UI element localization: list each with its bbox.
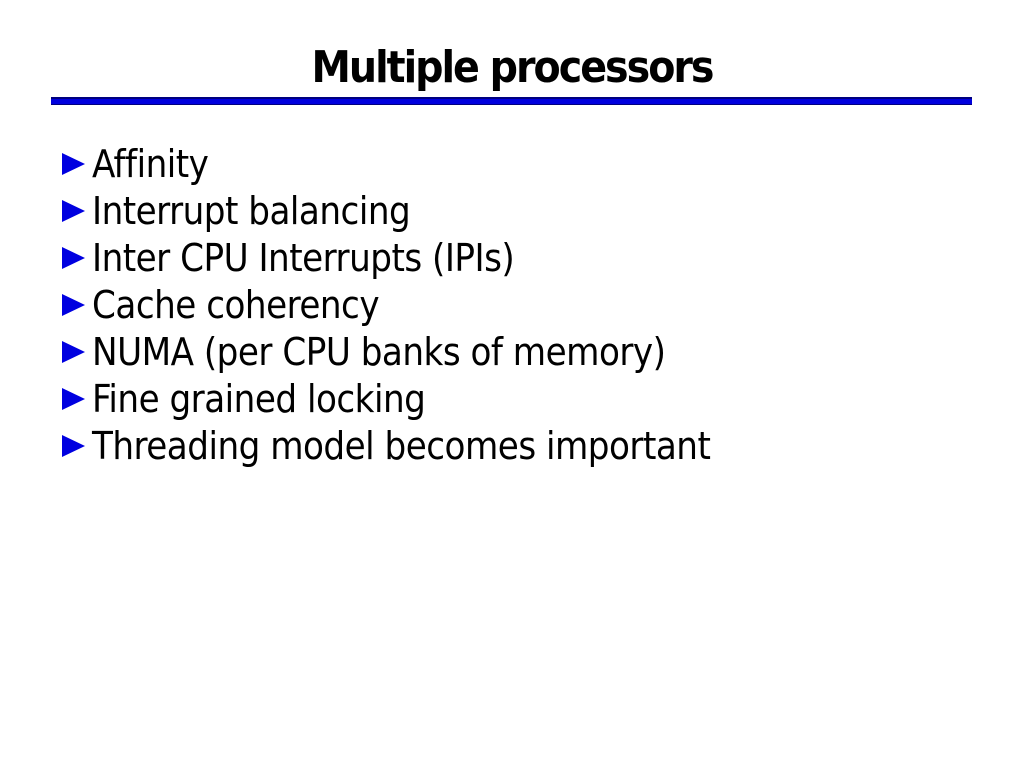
bullet-text: Fine grained locking xyxy=(92,376,426,421)
list-item: Interrupt balancing xyxy=(62,187,710,234)
slide-title: Multiple processors xyxy=(311,42,715,93)
list-item: Affinity xyxy=(62,140,710,187)
triangle-right-bullet-icon xyxy=(62,340,85,363)
bullet-text: Threading model becomes important xyxy=(92,423,711,468)
bullet-text: NUMA (per CPU banks of memory) xyxy=(92,329,666,374)
bullet-text: Interrupt balancing xyxy=(92,188,411,233)
bullet-text: Affinity xyxy=(92,141,209,186)
bullet-text: Cache coherency xyxy=(92,282,380,327)
triangle-right-bullet-icon xyxy=(62,387,85,410)
bullet-text: Inter CPU Interrupts (IPIs) xyxy=(92,235,515,280)
bullet-list: Affinity Interrupt balancing Inter CPU I… xyxy=(62,140,711,469)
title-underline-rule xyxy=(51,97,972,105)
list-item: Threading model becomes important xyxy=(62,422,711,469)
triangle-right-bullet-icon xyxy=(62,434,85,457)
list-item: NUMA (per CPU banks of memory) xyxy=(62,328,710,375)
list-item: Inter CPU Interrupts (IPIs) xyxy=(62,234,710,281)
list-item: Fine grained locking xyxy=(62,375,710,422)
list-item: Cache coherency xyxy=(62,281,710,328)
triangle-right-bullet-icon xyxy=(62,293,85,316)
triangle-right-bullet-icon xyxy=(62,199,85,222)
triangle-right-bullet-icon xyxy=(62,152,85,175)
triangle-right-bullet-icon xyxy=(62,246,85,269)
